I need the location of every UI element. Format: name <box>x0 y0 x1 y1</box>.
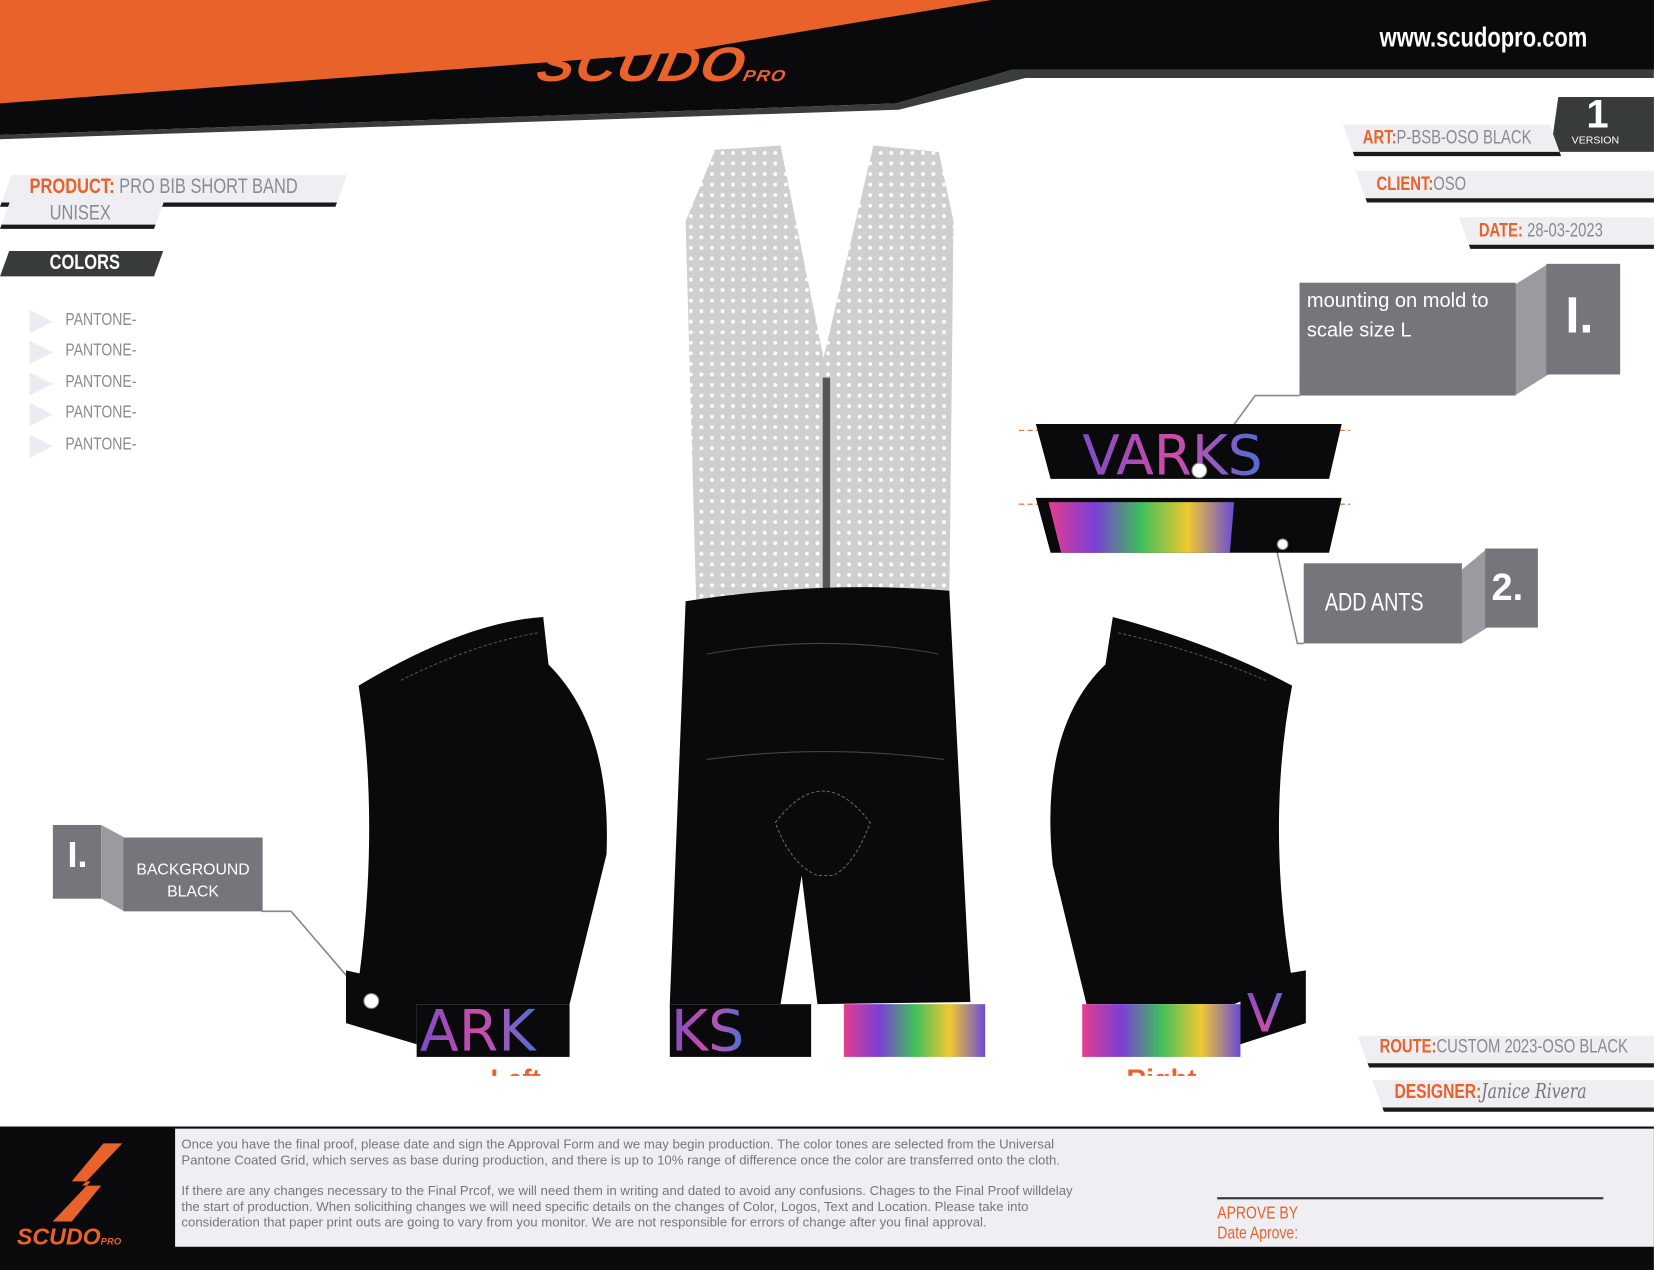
pantone-label: PANTONE- <box>65 339 137 360</box>
footer-line: Pantone Coated Grid, which serves as bas… <box>181 1152 1060 1168</box>
left-strap <box>685 145 834 602</box>
pantone-label: PANTONE- <box>65 309 137 330</box>
note-ants-text: ADD ANTS <box>1324 588 1424 618</box>
date-field: DATE: 28-03-2023 <box>1479 219 1603 241</box>
product-label: PRODUCT: <box>29 175 115 199</box>
brand-logo: SCUDOPRO <box>532 36 795 93</box>
date-value: 28-03-2023 <box>1527 219 1603 241</box>
right-shorts <box>1050 617 1293 1005</box>
signature-line[interactable] <box>1217 1197 1604 1200</box>
art-label: ART: <box>1362 126 1397 148</box>
center-shorts <box>669 587 971 1005</box>
footer-paragraph-1: Once you have the final proof, please da… <box>181 1137 1060 1169</box>
scudo-emblem-icon <box>52 1143 123 1222</box>
version-number: 1 <box>1586 92 1609 138</box>
designer-field: DESIGNER:Janice Rivera <box>1394 1080 1586 1104</box>
brand-suffix: PRO <box>741 67 789 86</box>
footer-panel <box>175 1128 1654 1247</box>
center-band-art <box>843 1004 986 1057</box>
callout-dot <box>1276 538 1289 551</box>
art-field: ART:P-BSB-OSO BLACK <box>1363 127 1532 149</box>
pantone-label: PANTONE- <box>65 401 137 422</box>
center-band-text: KS <box>671 999 744 1065</box>
footer-line: Once you have the final proof, please da… <box>181 1137 1055 1152</box>
website-link[interactable]: www.scudopro.com <box>1379 21 1588 53</box>
triangle-icon <box>29 372 53 396</box>
note-number-bg: I. <box>67 835 88 876</box>
approve-by-label: APROVE BY <box>1217 1202 1299 1223</box>
client-value: OSO <box>1433 172 1467 195</box>
footer-line: consideration that paper print outs are … <box>181 1215 987 1230</box>
pantone-label: PANTONE- <box>65 371 137 392</box>
footer-line: the start of production. When solicithin… <box>181 1199 1029 1215</box>
triangle-icon <box>29 340 53 364</box>
footer-brand-suffix: PRO <box>100 1236 122 1247</box>
note-mounting <box>1299 282 1516 396</box>
note-mounting-text: mounting on mold to scale size L <box>1306 290 1489 342</box>
version-label: VERSION <box>1571 135 1620 147</box>
note-ants <box>1303 563 1462 644</box>
right-band-art <box>1082 1004 1241 1057</box>
route-label: ROUTE: <box>1379 1035 1437 1057</box>
left-view-label: Left <box>490 1064 540 1076</box>
pantone-label: PANTONE- <box>65 433 137 454</box>
waistband-text: VARKS <box>1082 424 1262 488</box>
triangle-icon <box>29 310 53 334</box>
footer-paragraph-2: If there are any changes necessary to th… <box>181 1183 1072 1230</box>
right-strap <box>812 145 954 602</box>
route-value: CUSTOM 2023-OSO BLACK <box>1436 1035 1628 1057</box>
note-background <box>123 837 263 912</box>
right-band-text: V <box>1247 984 1283 1045</box>
zipper <box>822 377 831 589</box>
note-number-1: I. <box>1565 287 1594 344</box>
note-number-2: 2. <box>1491 565 1524 609</box>
art-value: P-BSB-OSO BLACK <box>1396 126 1532 148</box>
footer-logo: SCUDOPRO <box>17 1224 121 1251</box>
garment-illustration: KS ARK V VARKS Left Right <box>345 145 1351 1076</box>
gender-value: UNISEX <box>49 201 111 225</box>
product-field: PRODUCT: PRO BIB SHORT BAND <box>30 175 298 199</box>
product-value: PRO BIB SHORT BAND <box>119 175 298 199</box>
client-field: CLIENT:OSO <box>1377 173 1467 195</box>
note-background-text: BACKGROUND BLACK <box>123 859 262 903</box>
background-callout-shapes <box>52 824 370 1003</box>
footer-brand: SCUDO <box>16 1223 101 1250</box>
header-banner <box>0 0 1654 140</box>
note-bg-line1: BACKGROUND <box>136 860 250 879</box>
callout-dot <box>1191 462 1208 479</box>
client-label: CLIENT: <box>1376 172 1434 195</box>
designer-label: DESIGNER: <box>1394 1081 1482 1104</box>
note-bg-line2: BLACK <box>167 882 219 901</box>
triangle-icon <box>29 402 53 427</box>
right-view-label: Right <box>1127 1064 1197 1076</box>
route-field: ROUTE:CUSTOM 2023-OSO BLACK <box>1380 1036 1628 1058</box>
callout-dot <box>363 993 380 1009</box>
brand-name: SCUDO <box>532 36 752 92</box>
date-approve-label: Date Aprove: <box>1217 1222 1299 1243</box>
left-shorts <box>358 617 607 1005</box>
footer-line: If there are any changes necessary to th… <box>181 1183 1073 1199</box>
date-label: DATE: <box>1478 219 1523 241</box>
callout-shapes <box>1223 263 1621 645</box>
waistband-front <box>1035 424 1342 479</box>
left-band-text: ARK <box>420 999 538 1065</box>
colors-heading: COLORS <box>49 251 120 275</box>
triangle-icon <box>29 434 53 458</box>
designer-signature: Janice Rivera <box>1481 1080 1587 1104</box>
